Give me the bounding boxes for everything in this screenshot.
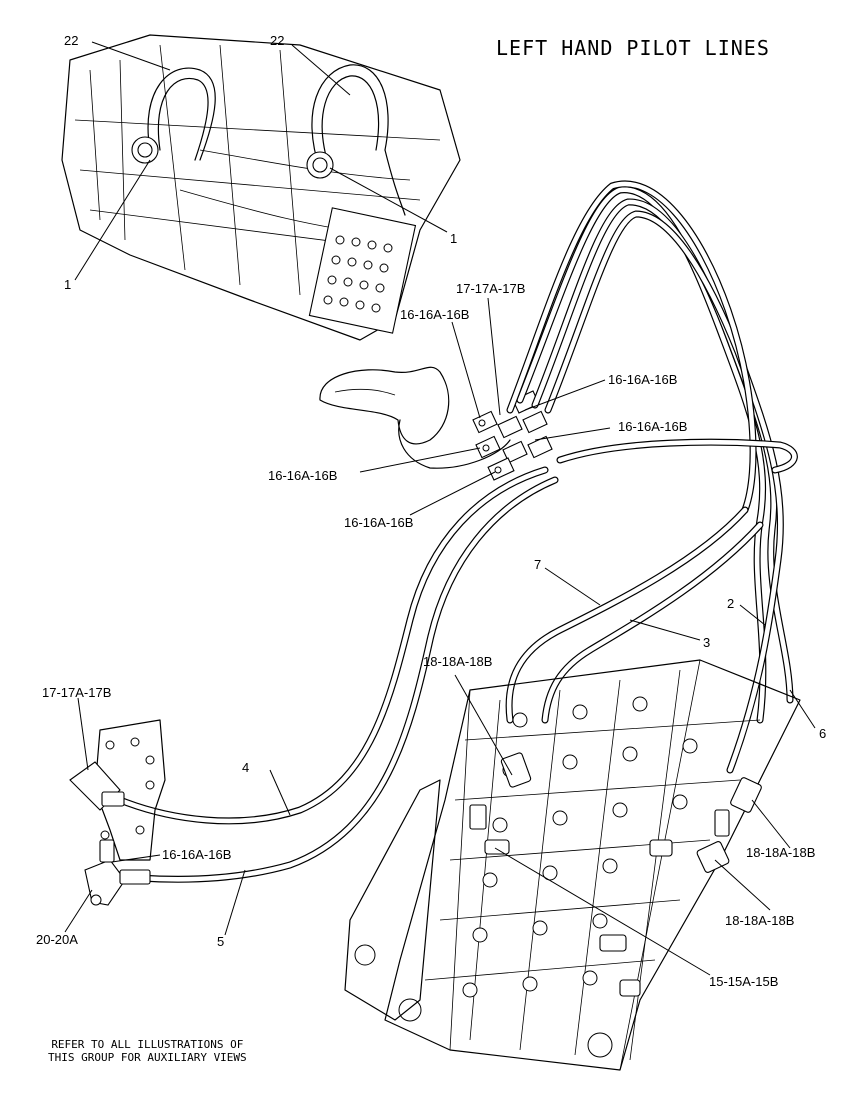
- callout-7: 7: [534, 557, 542, 572]
- callout-18-right: 18-18A-18B: [746, 845, 816, 860]
- callout-16-upper-left: 16-16A-16B: [400, 307, 470, 322]
- callout-1-right: 1: [450, 231, 458, 246]
- joystick-assembly: [319, 366, 553, 481]
- callout-16-bracket: 16-16A-16B: [162, 847, 232, 862]
- auxiliary-views-note: REFER TO ALL ILLUSTRATIONS OF THIS GROUP…: [48, 1038, 247, 1064]
- callout-3: 3: [703, 635, 711, 650]
- valve-block-holes: [323, 235, 393, 313]
- callout-18-lower: 18-18A-18B: [725, 913, 795, 928]
- callout-4: 4: [242, 760, 250, 775]
- callout-15: 15-15A-15B: [709, 974, 779, 989]
- callout-1-left: 1: [64, 277, 72, 292]
- callout-18-top: 18-18A-18B: [423, 654, 493, 669]
- left-mounting-bracket: [69, 719, 166, 906]
- callout-5: 5: [217, 934, 225, 949]
- page-title: LEFT HAND PILOT LINES: [496, 36, 770, 60]
- callout-6: 6: [819, 726, 827, 741]
- note-line-2: THIS GROUP FOR AUXILIARY VIEWS: [48, 1051, 247, 1064]
- callout-22-right: 22: [270, 33, 285, 48]
- callout-17-left: 17-17A-17B: [42, 685, 112, 700]
- callout-16-lower: 16-16A-16B: [344, 515, 414, 530]
- upper-cab-assembly: [61, 34, 461, 341]
- main-control-valve: [344, 659, 801, 1071]
- valve-bolts: [354, 696, 698, 1058]
- callout-22-left: 22: [64, 33, 79, 48]
- callout-17-top: 17-17A-17B: [456, 281, 526, 296]
- callout-16-upper-right: 16-16A-16B: [608, 372, 678, 387]
- pilot-hoses: [116, 180, 798, 883]
- note-line-1: REFER TO ALL ILLUSTRATIONS OF: [51, 1038, 244, 1051]
- callout-20: 20-20A: [36, 932, 78, 947]
- callout-2: 2: [727, 596, 735, 611]
- callout-16-right: 16-16A-16B: [618, 419, 688, 434]
- leader-lines: [64, 41, 816, 976]
- callout-16-left: 16-16A-16B: [268, 468, 338, 483]
